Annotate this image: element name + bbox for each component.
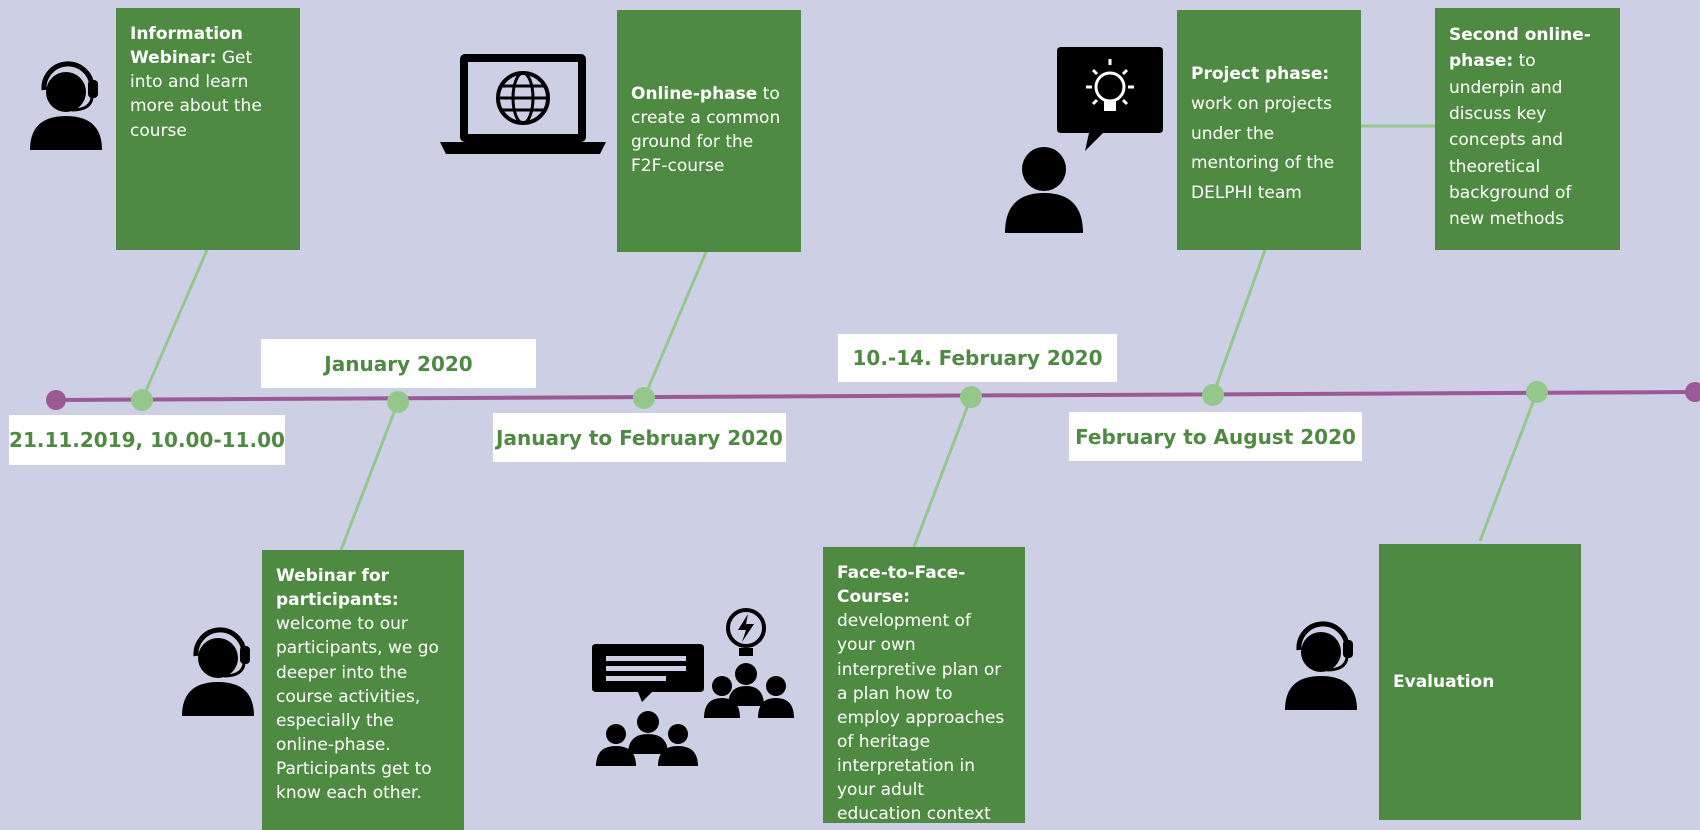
participants-webinar-text: welcome to our participants, we go deepe… xyxy=(276,614,439,804)
group-discussion-icon xyxy=(592,608,794,766)
second-online-title: Second online-phase: xyxy=(1449,25,1591,72)
milestone-dot xyxy=(960,386,982,408)
connector-f2f-course xyxy=(912,396,973,548)
project-phase-text: work on projects under the mentoring of … xyxy=(1191,93,1335,203)
milestone-dot xyxy=(1526,381,1548,403)
milestone-dot xyxy=(1202,384,1224,406)
participants-webinar-box: Webinar for participants: welcome to our… xyxy=(262,550,464,830)
connector-info-webinar xyxy=(140,249,209,401)
info-webinar-title: Information Webinar: xyxy=(130,24,243,69)
milestone-dot xyxy=(131,389,153,411)
timeline-start-dot xyxy=(46,390,66,410)
connector-project-phase xyxy=(1211,249,1267,396)
f2f-course-text: development of your own interpretive pla… xyxy=(837,611,1005,825)
headset-person-icon xyxy=(30,61,102,150)
info-webinar-text: Get into and learn more about the course xyxy=(130,48,262,141)
f2f-course-box: Face-to-Face-Course: development of your… xyxy=(823,547,1025,825)
timeline-end-dot xyxy=(1685,382,1700,402)
timeline-line xyxy=(55,390,1696,402)
date-label-2: January 2020 xyxy=(261,339,536,388)
second-online-box: Second online-phase: to underpin and dis… xyxy=(1435,8,1620,250)
connector-online-phase xyxy=(642,251,708,399)
headset-person-icon xyxy=(1285,621,1357,710)
second-online-text: to underpin and discuss key concepts and… xyxy=(1449,51,1572,230)
laptop-globe-icon xyxy=(440,54,606,154)
participants-webinar-title: Webinar for participants: xyxy=(276,566,399,611)
date-label-5: February to August 2020 xyxy=(1069,412,1362,461)
headset-person-icon xyxy=(182,627,254,716)
evaluation-title: Evaluation xyxy=(1393,671,1495,692)
milestone-dot xyxy=(633,387,655,409)
info-webinar-box: Information Webinar: Get into and learn … xyxy=(116,8,300,250)
date-label-1: 21.11.2019, 10.00-11.00 xyxy=(9,415,285,465)
f2f-course-title: Face-to-Face-Course: xyxy=(837,563,966,608)
date-label-4: 10.-14. February 2020 xyxy=(838,334,1117,382)
evaluation-box: Evaluation xyxy=(1379,544,1581,820)
person-lightbulb-speech-icon xyxy=(1005,47,1163,233)
connector-evaluation xyxy=(1478,391,1539,542)
project-phase-title: Project phase: xyxy=(1191,64,1330,84)
date-label-3: January to February 2020 xyxy=(493,413,786,462)
online-phase-box: Online-phase to create a common ground f… xyxy=(617,10,801,252)
connector-participants-webinar xyxy=(339,401,400,551)
online-phase-text: to create a common ground for the F2F-co… xyxy=(631,84,781,177)
online-phase-title: Online-phase xyxy=(631,84,758,104)
project-phase-box: Project phase: work on projects under th… xyxy=(1177,10,1361,250)
milestone-dot xyxy=(387,391,409,413)
